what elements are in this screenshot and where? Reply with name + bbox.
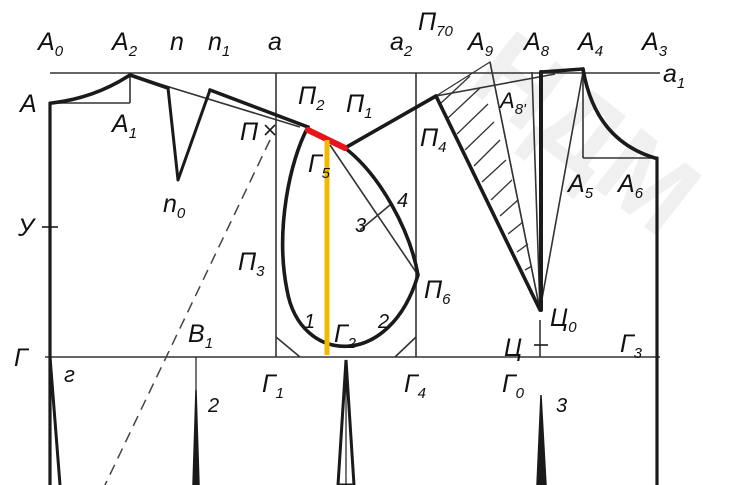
front-shoulder-line (343, 94, 438, 150)
label-P6: П6 (424, 276, 451, 308)
front-shoulder-short (539, 67, 585, 74)
front-guide-1 (435, 73, 556, 97)
label-n1: n1 (208, 28, 230, 60)
front-neck-curve (581, 67, 657, 160)
label-A8: A8 (522, 28, 550, 60)
label-P: П (240, 118, 259, 146)
back-shoulder-line (128, 73, 170, 90)
label-g: г (64, 362, 75, 387)
label-C0: Ц0 (550, 304, 577, 336)
back-shoulder-line-2 (208, 88, 310, 129)
label-num-1: 1 (304, 311, 315, 333)
dashed-construction-line (104, 139, 271, 485)
label-P1: П1 (346, 90, 372, 122)
label-num-2-armhole: 2 (377, 311, 389, 333)
label-G2: Г2 (334, 320, 357, 352)
label-G0: Г0 (502, 370, 525, 402)
label-G4: Г4 (404, 370, 426, 402)
label-G1: Г1 (262, 370, 284, 402)
label-num-3-armhole: 3 (355, 215, 366, 237)
armhole-diag-left (275, 336, 301, 358)
tick-marks (42, 124, 548, 346)
armhole-curve (280, 125, 420, 349)
armhole-diag-right (394, 336, 417, 358)
label-P70: П70 (418, 8, 453, 40)
label-B1: В1 (188, 320, 213, 352)
red-highlight-segment (305, 127, 348, 151)
label-n0: n0 (163, 190, 186, 222)
label-A0: A0 (36, 28, 64, 60)
back-neck-curve (50, 73, 132, 105)
armhole-tangent-3 (359, 204, 391, 231)
label-P2: П2 (298, 82, 325, 114)
label-a: a (268, 28, 282, 56)
label-num-2-dart: 2 (207, 395, 219, 417)
back-center-lower (48, 356, 62, 485)
label-A: A (18, 90, 37, 118)
label-num-3-dart: 3 (556, 395, 567, 417)
front-dart-left-leg (434, 94, 542, 312)
front-guide-4 (539, 71, 584, 311)
label-G5: Г5 (308, 150, 331, 182)
lower-darts (48, 356, 547, 485)
side-dart-center (336, 359, 356, 485)
label-P4: П4 (420, 124, 446, 156)
dart-3 (536, 394, 547, 485)
label-a2: a2 (390, 28, 413, 60)
armhole-tangent-line (329, 144, 419, 276)
label-A4: A4 (576, 28, 603, 60)
label-A3: A3 (640, 28, 668, 60)
label-num-4: 4 (397, 190, 408, 212)
label-n: n (170, 28, 184, 56)
label-P3: П3 (238, 248, 265, 280)
label-A1: A1 (110, 110, 137, 142)
label-A6: A6 (616, 170, 644, 202)
front-guide-3 (531, 71, 541, 311)
label-A8prime: A8' (498, 88, 527, 118)
label-G: Г (14, 344, 30, 372)
back-shoulder-dart (166, 86, 212, 182)
label-U: У (17, 214, 37, 242)
label-A9: A9 (466, 28, 494, 60)
labels: A0 A2 n n1 a a2 П70 A9 A8 A4 A3 a1 A A1 … (14, 8, 685, 417)
label-A5: A5 (566, 170, 594, 202)
pattern-outline (48, 67, 659, 485)
label-G3: Г3 (620, 330, 643, 362)
label-A2: A2 (110, 28, 138, 60)
label-C: Ц (504, 334, 522, 362)
label-a1: a1 (663, 60, 685, 92)
